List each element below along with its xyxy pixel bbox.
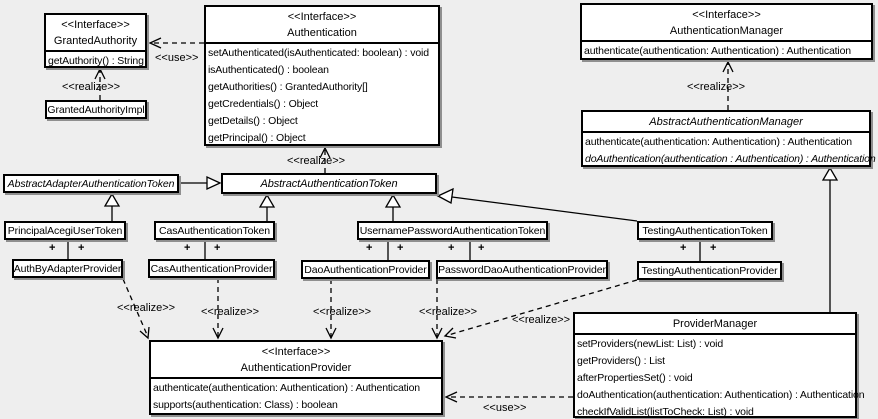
method-row: supports(authentication: Class) : boolea… <box>153 399 338 411</box>
class-granted-authority-impl[interactable]: GrantedAuthorityImpl <box>45 100 147 119</box>
class-testing-authentication-token[interactable]: TestingAuthenticationToken <box>637 221 773 240</box>
class-authentication-manager[interactable]: <<Interface>> AuthenticationManager auth… <box>580 3 873 60</box>
method-row: afterPropertiesSet() : void <box>577 372 693 384</box>
method-row: getProviders() : List <box>577 355 665 367</box>
class-name: AbstractAuthenticationManager <box>649 116 803 128</box>
use-label: <<use>> <box>155 52 199 64</box>
multiplicity-plus: + <box>680 242 687 254</box>
class-name: AuthenticationProvider <box>240 362 352 374</box>
realize-label: <<realize>> <box>419 306 478 318</box>
class-provider-manager[interactable]: ProviderManager setProviders(newList: Li… <box>573 312 865 418</box>
method-row: getAuthority() : String <box>48 55 144 67</box>
realize-label: <<realize>> <box>512 314 571 326</box>
class-authentication-provider[interactable]: <<Interface>> AuthenticationProvider aut… <box>149 340 443 415</box>
use-label: <<use>> <box>483 402 527 414</box>
class-title: AbstractAuthenticationManager <box>583 112 869 133</box>
stereotype: <<Interface>> <box>61 19 130 31</box>
class-name: AuthenticationManager <box>669 25 784 37</box>
class-abstract-authentication-manager[interactable]: AbstractAuthenticationManager authentica… <box>581 110 876 167</box>
class-name: AbstractAdapterAuthenticationToken <box>7 177 175 190</box>
multiplicity-plus: + <box>710 242 717 254</box>
method-row: doAuthentication(authentication: Authent… <box>577 389 865 401</box>
class-granted-authority[interactable]: <<Interface>> GrantedAuthority getAuthor… <box>44 13 147 68</box>
stereotype: <<Interface>> <box>261 346 331 358</box>
class-name: AbstractAuthenticationToken <box>260 177 398 190</box>
method-row: doAuthentication(authentication : Authen… <box>585 153 876 165</box>
class-principal-acegi-user-token[interactable]: PrincipalAcegiUserToken <box>4 221 126 240</box>
multiplicity-plus: + <box>214 242 221 254</box>
method-row: setProviders(newList: List) : void <box>577 338 724 350</box>
class-name: GrantedAuthorityImpl <box>47 103 145 116</box>
realize-label: <<realize>> <box>62 81 121 93</box>
class-title: <<Interface>> AuthenticationManager <box>582 5 871 42</box>
class-testing-authentication-provider[interactable]: TestingAuthenticationProvider <box>637 261 782 280</box>
class-name: ProviderManager <box>672 318 758 330</box>
class-name: AuthByAdapterProvider <box>13 262 122 275</box>
class-dao-authentication-provider[interactable]: DaoAuthenticationProvider <box>301 260 430 279</box>
method-row: authenticate(authentication: Authenticat… <box>584 45 851 57</box>
realize-label: <<realize>> <box>117 302 176 314</box>
method-row: isAuthenticated() : boolean <box>208 64 329 76</box>
class-title: ProviderManager <box>575 314 855 335</box>
realize-label: <<realize>> <box>201 306 260 318</box>
class-cas-authentication-provider[interactable]: CasAuthenticationProvider <box>148 259 275 278</box>
method-row: getPrincipal() : Object <box>208 132 306 144</box>
method-row: authenticate(authentication: Authenticat… <box>585 136 852 148</box>
multiplicity-plus: + <box>78 242 85 254</box>
multiplicity-plus: + <box>49 242 56 254</box>
method-row: setAuthenticated(isAuthenticated: boolea… <box>208 47 429 59</box>
class-name: TestingAuthenticationToken <box>642 224 768 237</box>
method-row: getAuthorities() : GrantedAuthority[] <box>208 81 368 93</box>
class-authentication[interactable]: <<Interface>> Authentication setAuthenti… <box>204 5 440 146</box>
realize-label: <<realize>> <box>313 306 372 318</box>
class-name: Authentication <box>287 27 357 39</box>
class-cas-authentication-token[interactable]: CasAuthenticationToken <box>154 221 275 240</box>
class-name: TestingAuthenticationProvider <box>641 264 778 277</box>
class-password-dao-authentication-provider[interactable]: PasswordDaoAuthenticationProvider <box>436 260 608 279</box>
stereotype: <<Interface>> <box>692 9 761 21</box>
realize-label: <<realize>> <box>287 155 346 167</box>
multiplicity-plus: + <box>184 242 191 254</box>
class-name: CasAuthenticationProvider <box>150 262 273 275</box>
class-name: DaoAuthenticationProvider <box>304 263 427 276</box>
method-row: authenticate(authentication: Authenticat… <box>153 382 420 394</box>
method-row: getDetails() : Object <box>208 115 298 127</box>
method-row: checkIfValidList(listToCheck: List) : vo… <box>577 406 754 418</box>
class-name: CasAuthenticationToken <box>158 224 271 237</box>
class-name: UsernamePasswordAuthenticationToken <box>359 224 546 237</box>
stereotype: <<Interface>> <box>287 11 357 23</box>
class-title: <<Interface>> Authentication <box>206 7 438 44</box>
realize-label: <<realize>> <box>687 81 746 93</box>
multiplicity-plus: + <box>366 242 373 254</box>
class-name: PrincipalAcegiUserToken <box>7 224 123 237</box>
multiplicity-plus: + <box>478 242 485 254</box>
class-title: <<Interface>> AuthenticationProvider <box>151 342 441 379</box>
multiplicity-plus: + <box>448 242 455 254</box>
method-row: getCredentials() : Object <box>208 98 319 110</box>
multiplicity-plus: + <box>397 242 404 254</box>
class-abstract-adapter-authentication-token[interactable]: AbstractAdapterAuthenticationToken <box>3 174 179 193</box>
class-username-password-authentication-token[interactable]: UsernamePasswordAuthenticationToken <box>357 221 548 240</box>
class-title: <<Interface>> GrantedAuthority <box>46 15 145 52</box>
class-abstract-authentication-token[interactable]: AbstractAuthenticationToken <box>221 173 437 194</box>
class-name: PasswordDaoAuthenticationProvider <box>438 263 606 276</box>
class-auth-by-adapter-provider[interactable]: AuthByAdapterProvider <box>12 259 123 278</box>
class-name: GrantedAuthority <box>53 35 138 47</box>
